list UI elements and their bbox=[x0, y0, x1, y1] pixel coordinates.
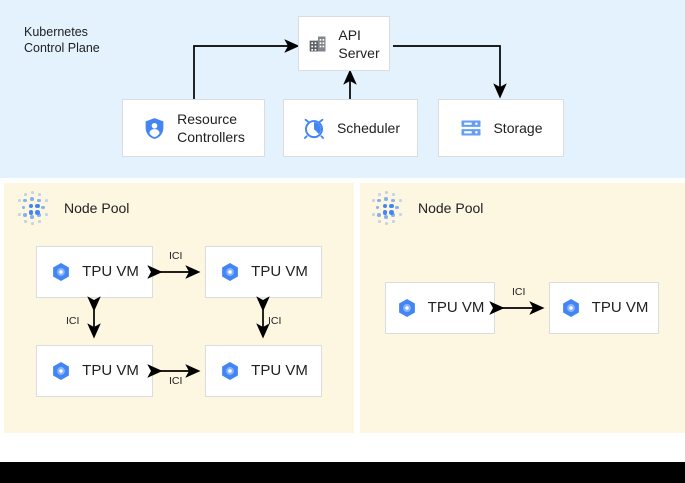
scheduler-label: Scheduler bbox=[336, 120, 401, 136]
bottom-bar bbox=[0, 462, 685, 483]
resource-controllers-label: Resource Controllers bbox=[177, 111, 245, 145]
tpu-vm-label: TPU VM bbox=[82, 362, 139, 379]
scheduler-box[interactable]: Scheduler bbox=[283, 99, 418, 157]
api-server-label: API Server bbox=[338, 26, 380, 61]
node-pool-right-label: Node Pool bbox=[418, 200, 484, 216]
tpu-hexagon-icon bbox=[53, 263, 70, 281]
api-server-box[interactable]: API Server bbox=[298, 16, 390, 71]
connector-api-to-storage bbox=[393, 45, 507, 99]
storage-box[interactable]: Storage bbox=[438, 99, 564, 157]
node-pool-right-header: Node Pool bbox=[370, 191, 483, 225]
tpu-vm-label: TPU VM bbox=[427, 299, 485, 316]
tpu-vm-box-bottom-right[interactable]: TPU VM bbox=[205, 345, 322, 397]
node-pool-left-header: Node Pool bbox=[16, 191, 129, 225]
ici-label-right-pair: ICI bbox=[512, 286, 526, 298]
resource-controllers-box[interactable]: Resource Controllers bbox=[122, 99, 265, 157]
ici-label-top: ICI bbox=[169, 250, 183, 262]
building-icon bbox=[310, 36, 326, 51]
tpu-hexagon-icon bbox=[562, 299, 579, 317]
control-plane-connectors bbox=[193, 39, 507, 99]
tpu-vm-label: TPU VM bbox=[591, 299, 649, 316]
tpu-hexagon-icon bbox=[222, 263, 239, 281]
ici-label-right: ICI bbox=[268, 315, 282, 327]
ici-label-bottom: ICI bbox=[169, 375, 183, 387]
connector-controllers-to-api bbox=[193, 39, 300, 99]
dot-grid-icon bbox=[370, 191, 404, 225]
server-rack-icon bbox=[461, 120, 481, 136]
dot-grid-icon bbox=[16, 191, 50, 225]
storage-label: Storage bbox=[493, 120, 543, 136]
tpu-hexagon-icon bbox=[398, 299, 415, 317]
tpu-vm-label: TPU VM bbox=[82, 263, 139, 280]
control-plane-title: Kubernetes Control Plane bbox=[24, 25, 100, 55]
tpu-hexagon-icon bbox=[53, 362, 70, 380]
tpu-vm-box-right-b[interactable]: TPU VM bbox=[549, 282, 659, 334]
tpu-vm-box-top-left[interactable]: TPU VM bbox=[36, 246, 153, 298]
tpu-vm-label: TPU VM bbox=[251, 263, 308, 280]
shield-user-icon bbox=[145, 117, 164, 139]
tpu-vm-label: TPU VM bbox=[251, 362, 308, 379]
tpu-vm-box-right-a[interactable]: TPU VM bbox=[385, 282, 495, 334]
tpu-vm-box-bottom-left[interactable]: TPU VM bbox=[36, 345, 153, 397]
alarm-clock-icon bbox=[303, 118, 324, 139]
tpu-hexagon-icon bbox=[222, 362, 239, 380]
tpu-vm-box-top-right[interactable]: TPU VM bbox=[205, 246, 322, 298]
ici-label-left: ICI bbox=[66, 315, 80, 327]
node-pool-left-label: Node Pool bbox=[64, 200, 130, 216]
